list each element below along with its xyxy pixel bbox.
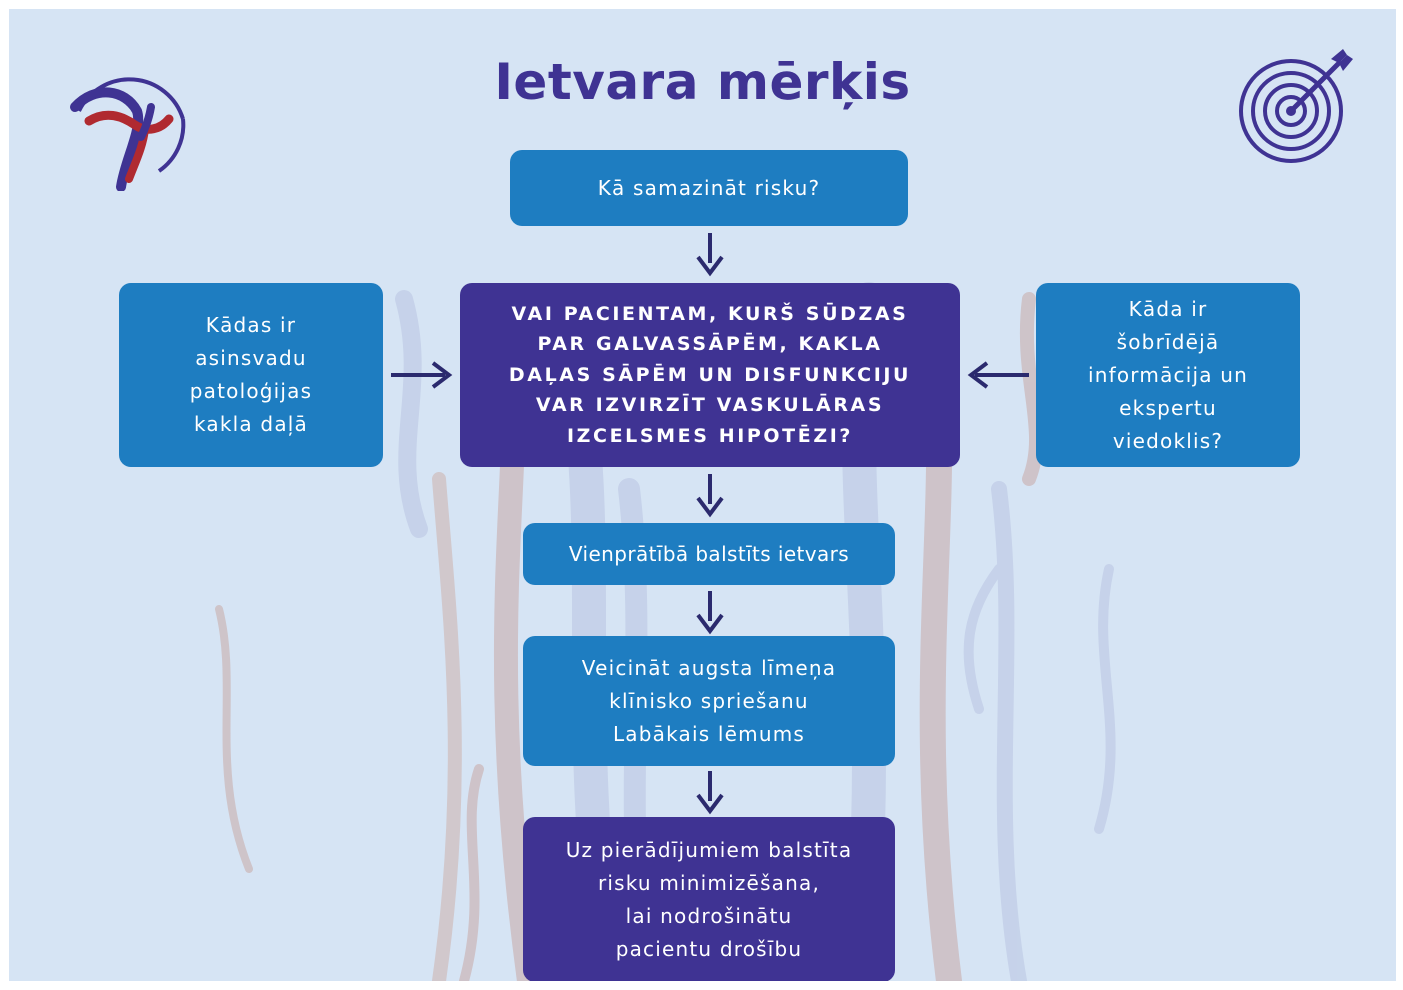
- main-question-box: VAI PACIENTAM, KURŠ SŪDZAS PAR GALVASSĀP…: [460, 283, 960, 467]
- down-arrow-3: [696, 591, 724, 635]
- left-arrow-right-box: [967, 361, 1029, 389]
- target-with-arrow-icon: [1239, 49, 1353, 163]
- page-title: Ietvara mērķis: [494, 53, 911, 111]
- left-question-box: Kādas ir asinsvadu patoloģijas kakla daļ…: [119, 283, 383, 467]
- right-arrow-left-box: [391, 361, 453, 389]
- evidence-box: Uz pierādījumiem balstīta risku minimizē…: [523, 817, 895, 981]
- consensus-box: Vienprātībā balstīts ietvars: [523, 523, 895, 585]
- risk-question-box: Kā samazināt risku?: [510, 150, 908, 226]
- down-arrow-2: [696, 474, 724, 518]
- down-arrow-4: [696, 771, 724, 815]
- poster-canvas: Ietvara mērķis Kā samazināt risku? VAI P…: [9, 9, 1396, 981]
- right-question-box: Kāda ir šobrīdējā informācija un ekspert…: [1036, 283, 1300, 467]
- down-arrow-1: [696, 233, 724, 277]
- stylized-neck-vessel-logo-icon: [70, 77, 186, 191]
- reasoning-box: Veicināt augsta līmeņa klīnisko spriešan…: [523, 636, 895, 766]
